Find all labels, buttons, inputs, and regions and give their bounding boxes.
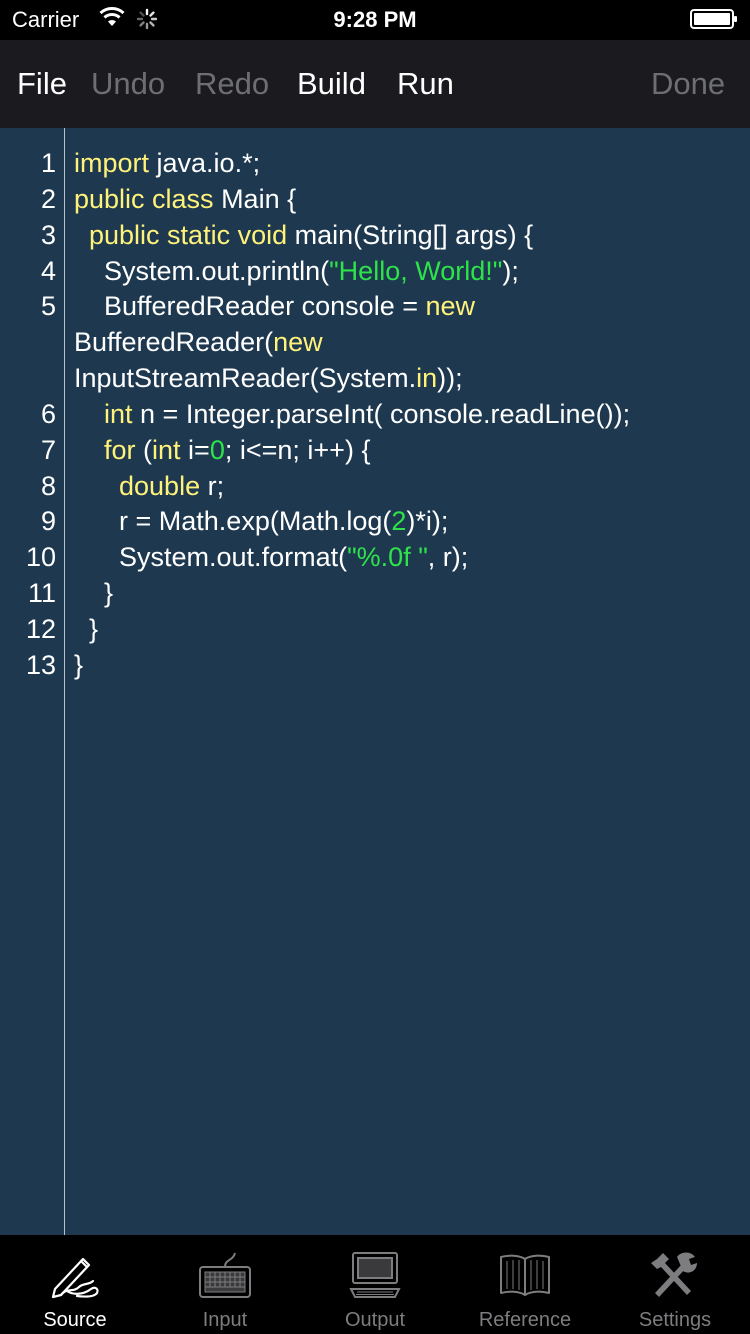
tab-bar: Source Input (0, 1235, 750, 1334)
gutter-divider (64, 128, 65, 1235)
code-text: main(String[] args) { (287, 220, 534, 250)
code-number: 0 (209, 435, 225, 465)
code-text: System.out.println( (74, 256, 330, 286)
wifi-icon (99, 7, 125, 26)
run-button[interactable]: Run (397, 66, 454, 101)
code-text: , r); (427, 542, 469, 572)
code-keyword: in (416, 363, 438, 393)
line-number: 4 (40, 256, 56, 286)
undo-button[interactable]: Undo (91, 66, 166, 101)
keyboard-icon (199, 1252, 251, 1298)
file-button[interactable]: File (17, 66, 67, 101)
code-text: ( (135, 435, 153, 465)
tab-label: Settings (638, 1309, 712, 1331)
code-string: "%.0f " (347, 542, 428, 572)
code-text: ; i<=n; i++) { (224, 435, 371, 465)
code-text: )*i); (406, 506, 449, 536)
editor-toolbar: File Undo Redo Build Run Done (0, 40, 750, 128)
code-text: BufferedReader( (74, 327, 274, 357)
code-number: 2 (391, 506, 407, 536)
status-bar: Carrier 9:28 PM (0, 0, 750, 40)
line-number: 13 (25, 650, 56, 680)
line-number: 3 (40, 220, 56, 250)
code-text: n = Integer.parseInt( console.readLine()… (132, 399, 631, 429)
code-line: import java.io.*; (74, 148, 260, 179)
code-keyword: for (74, 435, 136, 465)
tab-input[interactable]: Input (150, 1235, 300, 1334)
code-line: int n = Integer.parseInt( console.readLi… (74, 399, 630, 430)
code-line: public static void main(String[] args) { (74, 220, 533, 251)
open-book-icon (500, 1254, 550, 1296)
redo-button[interactable]: Redo (195, 66, 270, 101)
code-keyword: new (273, 327, 323, 357)
code-text: i= (180, 435, 210, 465)
code-text: System.out.format( (74, 542, 348, 572)
line-number: 11 (27, 578, 56, 608)
tab-settings[interactable]: Settings (600, 1235, 750, 1334)
code-line: double r; (74, 471, 224, 502)
tab-reference[interactable]: Reference (450, 1235, 600, 1334)
tab-label: Reference (478, 1309, 572, 1331)
tab-source[interactable]: Source (0, 1235, 150, 1334)
line-number: 12 (25, 614, 56, 644)
code-string: "Hello, World!" (329, 256, 503, 286)
code-text: java.io.*; (149, 148, 261, 178)
code-line: System.out.format("%.0f ", r); (74, 542, 468, 573)
code-keyword: double (74, 471, 201, 501)
code-text: BufferedReader console = (74, 291, 426, 321)
done-button[interactable]: Done (651, 66, 726, 101)
code-line: System.out.println("Hello, World!"); (74, 256, 519, 287)
code-line: for (int i=0; i<=n; i++) { (74, 435, 370, 466)
code-line-wrapped: BufferedReader(new (74, 327, 323, 358)
pen-writing-icon (51, 1257, 99, 1299)
code-text: r = Math.exp(Math.log( (74, 506, 392, 536)
code-line: } (74, 650, 84, 680)
code-editor[interactable]: 1 2 3 4 5 6 7 8 9 10 11 12 13 import jav… (0, 128, 750, 1235)
activity-spinner-icon (136, 8, 158, 30)
code-line-wrapped: InputStreamReader(System.in)); (74, 363, 463, 394)
tools-icon (651, 1252, 697, 1297)
tab-label: Input (202, 1309, 248, 1331)
code-keyword: int (152, 435, 181, 465)
code-text: InputStreamReader(System. (74, 363, 417, 393)
line-number: 2 (40, 184, 56, 214)
line-number: 8 (40, 471, 56, 501)
code-keyword: import (74, 148, 150, 178)
code-text: )); (437, 363, 463, 393)
tab-label: Output (344, 1309, 406, 1331)
line-number: 5 (40, 291, 56, 321)
code-line: public class Main { (74, 184, 296, 215)
computer-icon (349, 1252, 401, 1298)
carrier-name: Carrier (12, 7, 80, 32)
code-line: r = Math.exp(Math.log(2)*i); (74, 506, 448, 537)
code-keyword: public class (74, 184, 214, 214)
code-keyword: int (74, 399, 133, 429)
tab-label: Source (43, 1309, 107, 1331)
line-number: 9 (40, 506, 56, 536)
line-number: 1 (40, 148, 56, 178)
line-number: 10 (25, 542, 56, 572)
line-number: 7 (40, 435, 56, 465)
code-keyword: new (425, 291, 476, 321)
status-time: 9:28 PM (333, 7, 417, 32)
battery-icon (690, 9, 737, 29)
code-keyword: public static void (74, 220, 288, 250)
code-text: ); (502, 256, 519, 286)
line-number: 6 (40, 399, 56, 429)
code-text: r; (200, 471, 225, 501)
code-text: Main { (213, 184, 297, 214)
code-line: } (74, 578, 114, 608)
tab-output[interactable]: Output (300, 1235, 450, 1334)
build-button[interactable]: Build (297, 66, 366, 101)
code-line: BufferedReader console = new (74, 291, 475, 322)
code-line: } (74, 614, 99, 644)
